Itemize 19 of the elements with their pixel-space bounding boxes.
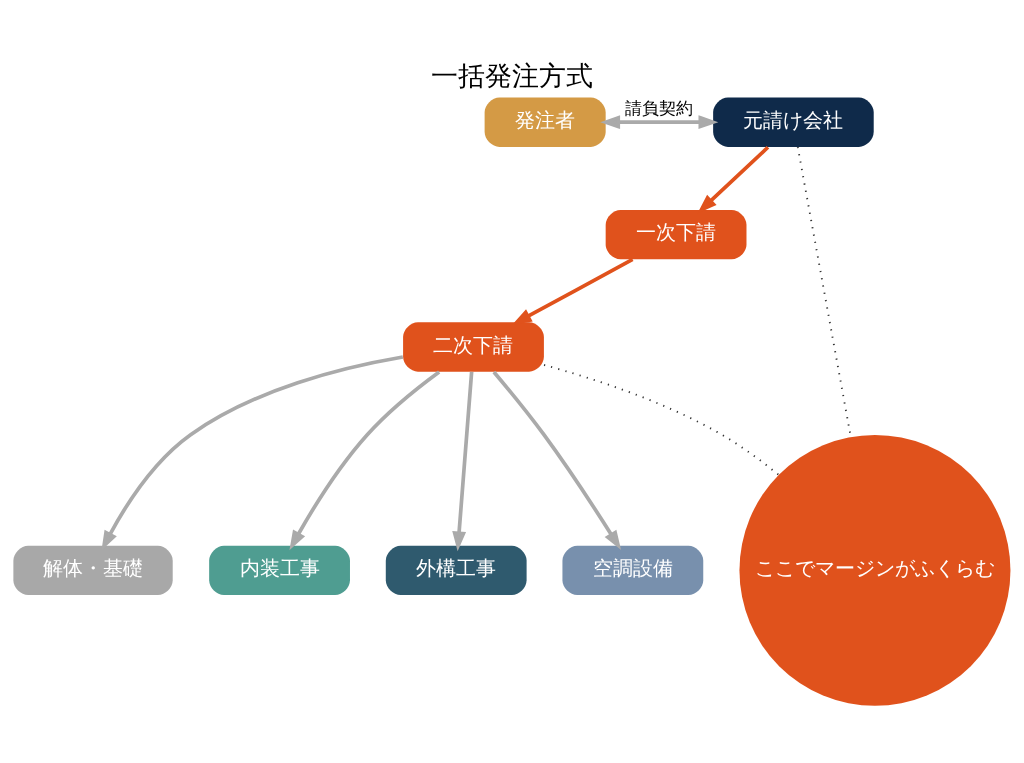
node-box: 解体・基礎: [13, 545, 173, 595]
node-box: 外構工事: [385, 545, 527, 595]
arrow: [511, 257, 634, 325]
node-box: 一次下請: [605, 209, 747, 259]
node-circle: ここでマージンがふくらむ: [739, 434, 1011, 706]
arrow: [452, 371, 474, 551]
edge-label: 請負契約: [625, 97, 694, 118]
arrow: [101, 354, 404, 551]
arrow: [492, 370, 622, 550]
node-box: 二次下請: [403, 321, 544, 372]
node-box: 元請け会社: [713, 96, 874, 147]
connector: [543, 363, 780, 476]
node-box: 発注者: [484, 96, 606, 147]
arrow: [697, 145, 770, 213]
node-box: 空調設備: [562, 545, 704, 595]
diagram-title: 一括発注方式: [431, 59, 593, 91]
arrow: [289, 369, 441, 550]
node-box: 内装工事: [209, 545, 350, 595]
arrow: [600, 114, 719, 129]
